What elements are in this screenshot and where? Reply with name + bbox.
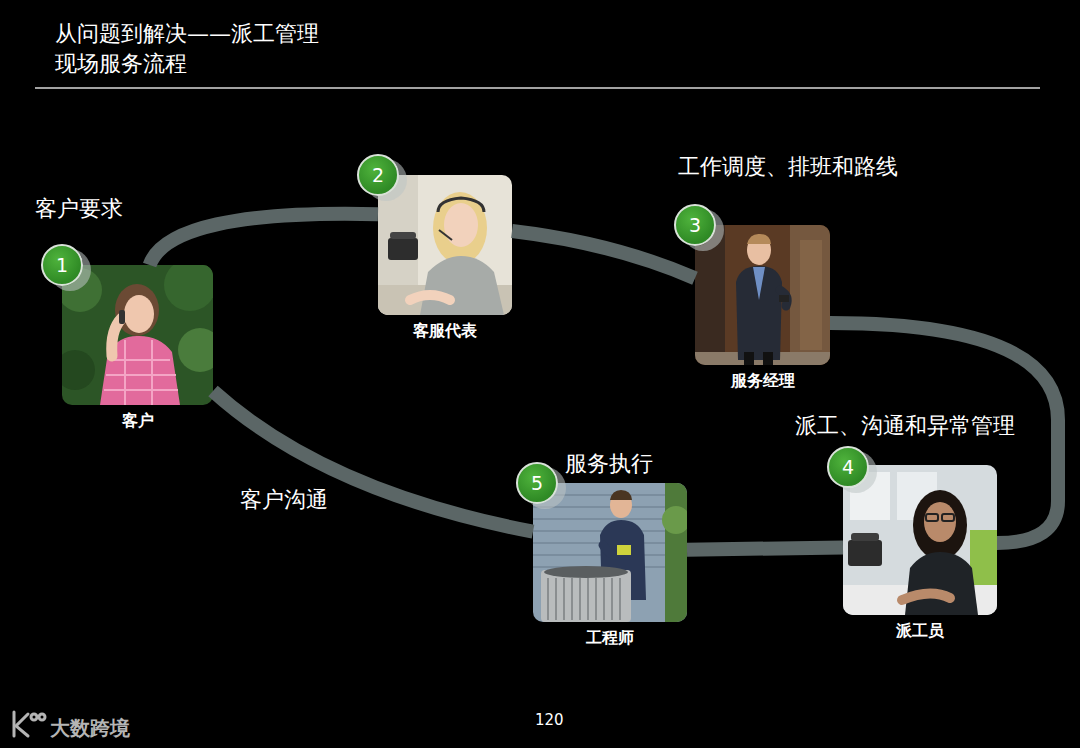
title-rule <box>35 87 1040 89</box>
photo-card: 派工、沟通和异常管理派工员4 <box>843 465 997 615</box>
photo-card: 客户要求客户1 <box>62 265 213 405</box>
role-name: 派工员 <box>896 621 944 641</box>
callout-number: 1 <box>56 256 68 275</box>
page-title: 从问题到解决——派工管理 现场服务流程 <box>55 19 340 79</box>
edge-note: 客户沟通 <box>240 485 328 515</box>
page-number: 120 <box>535 711 564 729</box>
flow-band <box>213 391 533 532</box>
service-rep-photo <box>378 175 512 315</box>
callout-number: 4 <box>842 458 854 477</box>
flow-band <box>512 231 695 278</box>
manager-photo <box>695 225 830 365</box>
role-name: 工程师 <box>586 628 634 648</box>
customer-photo <box>62 265 213 405</box>
callout-number: 3 <box>689 216 701 235</box>
step-heading: 派工、沟通和异常管理 <box>795 412 1015 440</box>
step-circle: 4 <box>827 446 869 488</box>
step-circle: 1 <box>41 244 83 286</box>
step-circle: 3 <box>674 204 716 246</box>
role-name: 服务经理 <box>731 371 795 391</box>
step-circle: 2 <box>357 154 399 196</box>
flow-band <box>687 548 843 550</box>
engineer-photo <box>533 483 687 622</box>
step-heading: 工作调度、排班和路线 <box>678 153 898 181</box>
watermark-logo <box>14 712 45 736</box>
photo-card: 客服代表2 <box>378 175 512 315</box>
photo-card: 工作调度、排班和路线服务经理3 <box>695 225 830 365</box>
flow-band <box>150 214 378 265</box>
role-name: 客户 <box>122 411 154 431</box>
step-circle: 5 <box>516 462 558 504</box>
role-name: 客服代表 <box>413 321 477 341</box>
callout-number: 2 <box>372 166 384 185</box>
dispatcher-photo <box>843 465 997 615</box>
callout-number: 5 <box>531 474 543 493</box>
watermark: 大数跨境 <box>50 715 130 742</box>
photo-card: 服务执行工程师5 <box>533 483 687 622</box>
step-heading: 服务执行 <box>565 450 653 478</box>
step-heading: 客户要求 <box>35 195 123 223</box>
